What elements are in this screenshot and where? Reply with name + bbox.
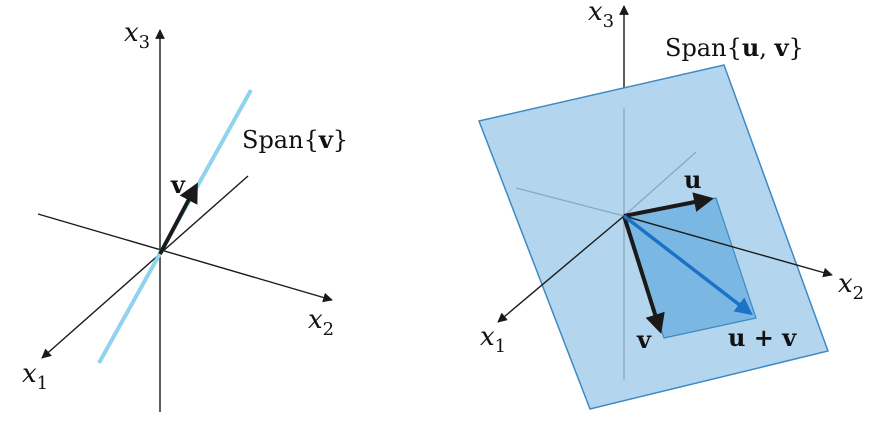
left-x1-label: x1 bbox=[22, 359, 48, 394]
right-figure: x3 x2 x1 Span{u, v} u v u + v bbox=[477, 0, 864, 410]
left-x3-label: x3 bbox=[124, 18, 150, 53]
right-vector-v bbox=[622, 215, 665, 334]
right-vector-u bbox=[623, 192, 714, 218]
left-span-label: Span{v} bbox=[242, 125, 348, 154]
right-x1-axis-hidden bbox=[623, 151, 697, 217]
left-x2-label: x2 bbox=[308, 305, 334, 340]
right-span-label: Span{u, v} bbox=[665, 33, 804, 62]
right-vector-sum bbox=[622, 214, 753, 316]
left-x1-axis bbox=[41, 175, 249, 359]
right-vector-v-label: v bbox=[636, 325, 652, 354]
right-x2-axis-hidden bbox=[515, 187, 625, 217]
right-x1-label: x1 bbox=[480, 322, 506, 357]
right-x3-label: x3 bbox=[588, 0, 614, 32]
right-x1-axis bbox=[497, 215, 625, 323]
right-x2-axis bbox=[623, 215, 833, 278]
left-vector-v-label: v bbox=[170, 170, 186, 199]
right-sum-label: u + v bbox=[728, 323, 797, 352]
left-x2-axis bbox=[37, 213, 333, 303]
left-figure: x3 x2 x1 v Span{v} bbox=[22, 18, 348, 412]
right-vector-u-label: u bbox=[684, 165, 701, 194]
right-x2-label: x2 bbox=[838, 269, 864, 304]
left-vector-v bbox=[158, 182, 198, 255]
